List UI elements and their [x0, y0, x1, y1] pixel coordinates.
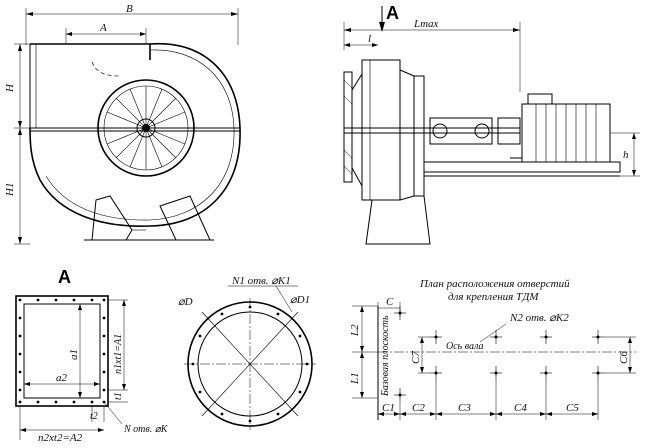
- dim-C-label: C: [386, 296, 394, 308]
- inlet-flange-outer: [15, 295, 109, 407]
- dim-n1xt1-label: n1xt1=A1: [113, 334, 124, 374]
- dim-L1-label: L1: [349, 372, 361, 385]
- dim-C5-label: C5: [566, 402, 579, 414]
- outlet-duct: [30, 43, 151, 60]
- dim-H1-label: H1: [4, 183, 16, 197]
- base-plane-label: Базовая плоскость: [380, 315, 391, 397]
- dim-t1-label: t1: [113, 392, 124, 400]
- dim-L2-label: L2: [349, 324, 361, 337]
- dim-a1-label: a1: [68, 349, 80, 360]
- dim-B-label: B: [126, 3, 133, 15]
- dim-a2-label: a2: [56, 372, 68, 384]
- bearing-housing: [429, 117, 493, 145]
- base-frame: [423, 161, 621, 173]
- dim-t2-label: t2: [90, 411, 98, 422]
- flange-bolt-holes: [191, 305, 309, 423]
- dim-l-label: l: [368, 33, 371, 45]
- impeller: [97, 79, 195, 177]
- mount-plan-title-2: для крепления ТДМ: [448, 291, 539, 303]
- dim-A-label: A: [99, 22, 107, 34]
- support-leg-left: [91, 195, 133, 241]
- dim-C7-label: C7: [410, 351, 422, 364]
- dim-h-label: h: [623, 149, 629, 161]
- flange-holes-note: N1 отв. ⌀K1: [231, 275, 291, 287]
- mount-plan-title-1: План расположения отверстий: [419, 278, 570, 290]
- dim-C6-label: C6: [618, 351, 630, 364]
- mount-holes: [394, 306, 604, 402]
- dim-D1-label: ⌀D1: [290, 294, 310, 306]
- dim-C3-label: C3: [458, 402, 471, 414]
- inlet-view-title: A: [58, 267, 71, 287]
- dim-H-label: H: [4, 83, 16, 93]
- inlet-bolt-holes: [18, 298, 106, 404]
- shaft-axis-label: Ось вала: [446, 341, 483, 352]
- view-A-marker: A: [386, 3, 399, 23]
- dim-C2-label: C2: [412, 402, 425, 414]
- front-view: B A H H1: [4, 3, 241, 245]
- mount-plan: План расположения отверстий для креплени…: [349, 278, 636, 420]
- inlet-flange-inner: [23, 303, 101, 399]
- mount-holes-note: N2 отв. ⌀K2: [509, 312, 569, 324]
- dim-C4-label: C4: [514, 402, 527, 414]
- side-housing: [361, 59, 401, 201]
- volute-casing: [29, 42, 241, 227]
- inlet-holes-note: N отв. ⌀K: [123, 424, 169, 435]
- side-view: A Lmax l: [343, 3, 640, 245]
- dim-n2xt2-label: n2xt2=A2: [38, 432, 83, 444]
- inlet-view: A a1 a2 n1xt1=A1 t1 t2: [15, 267, 169, 444]
- dim-C1-label: C1: [382, 402, 395, 414]
- dim-Lmax-label: Lmax: [413, 18, 439, 30]
- flange-view: N1 отв. ⌀K1 ⌀D ⌀D1: [178, 275, 316, 430]
- dim-D-label: ⌀D: [178, 296, 193, 308]
